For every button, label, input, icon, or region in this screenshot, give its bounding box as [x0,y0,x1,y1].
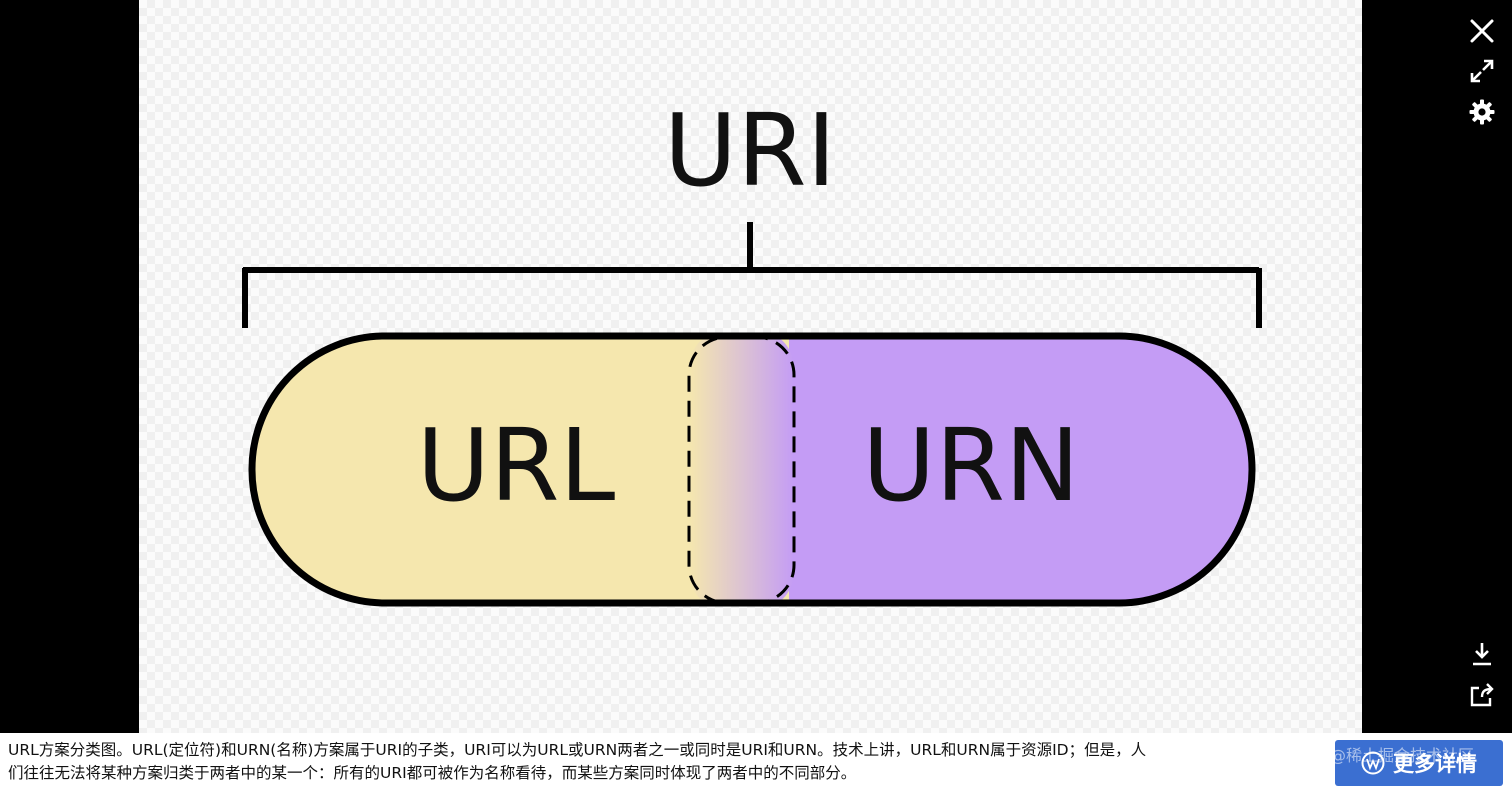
more-details-label: 更多详情 [1393,752,1477,776]
url-label: URL [417,407,616,524]
gear-icon [1469,99,1495,125]
share-button[interactable] [1466,679,1498,711]
uri-diagram: URI URL URN [242,92,1262,607]
image-viewer-stage: URI URL URN [139,0,1362,733]
caption-line-1: URL方案分类图。URL(定位符)和URN(名称)方案属于URI的子类，URI可… [8,741,1147,759]
expand-icon [1470,59,1494,83]
caption-line-2: 们往往无法将某种方案归类于两者中的某一个：所有的URI都可被作为名称看待，而某些… [8,764,857,782]
download-button[interactable] [1466,638,1498,670]
overlap-region [689,336,794,603]
pill-outline [248,332,1256,607]
more-details-button[interactable]: 更多详情 [1335,740,1503,786]
caption-bar: URL方案分类图。URL(定位符)和URN(名称)方案属于URI的子类，URI可… [0,733,1512,789]
image-caption: URL方案分类图。URL(定位符)和URN(名称)方案属于URI的子类，URI可… [8,739,1298,785]
download-icon [1473,643,1491,666]
share-icon [1470,683,1494,707]
urn-label: URN [862,407,1079,524]
settings-button[interactable] [1466,96,1498,128]
close-icon [1470,19,1494,43]
pill-fill [252,336,1252,603]
close-button[interactable] [1466,15,1498,47]
uri-label: URI [664,92,836,209]
fullscreen-button[interactable] [1466,55,1498,87]
urn-region [789,336,1252,603]
uri-bracket [242,222,1262,328]
wikipedia-icon [1361,751,1385,775]
